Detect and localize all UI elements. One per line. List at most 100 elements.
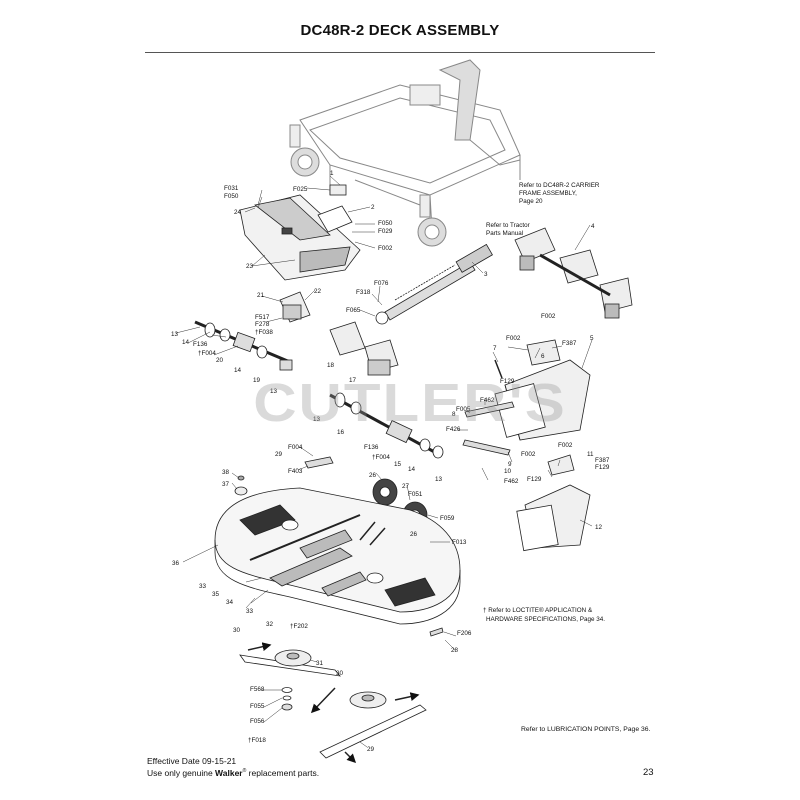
carrier-frame [289, 59, 521, 247]
callout-24: 24 [234, 209, 242, 216]
left-blade [239, 642, 341, 714]
callout-2: 2 [371, 204, 375, 211]
callout-F059: F059 [440, 515, 455, 522]
callout-26-a: 26 [369, 472, 377, 479]
callout-34: 34 [226, 599, 234, 606]
callout-20: 20 [216, 357, 224, 364]
callout-F056: F056 [250, 718, 265, 725]
idler-bracket [304, 456, 334, 469]
title-divider [145, 52, 655, 53]
part-callouts: F031 F050 F025 1 24 2 F050 F029 F002 23 … [171, 170, 610, 753]
callout-13-a: 13 [171, 331, 179, 338]
callout-12: 12 [595, 524, 603, 531]
note-carrier-line3: Page 20 [519, 198, 543, 205]
registered-mark: ® [242, 768, 247, 775]
callout-F387-a: F387 [562, 340, 577, 347]
callout-F517: F517 [255, 314, 270, 321]
callout-14-a: 14 [182, 339, 190, 346]
reference-notes: Refer to DC48R-2 CARRIER FRAME ASSEMBLY,… [483, 182, 605, 623]
callout-F202: †F202 [290, 623, 308, 630]
callout-27: 27 [402, 483, 410, 490]
callout-F013: F013 [452, 539, 467, 546]
callout-F129-b: F129 [595, 464, 610, 471]
note-carrier-line1: Refer to DC48R-2 CARRIER [519, 182, 600, 189]
effective-date: Effective Date 09-15-21 [147, 756, 237, 766]
note-tractor-line1: Refer to Tractor [486, 222, 530, 229]
center-gearboxes [329, 321, 444, 459]
callout-F426: F426 [446, 426, 461, 433]
callout-32: 32 [266, 621, 274, 628]
callout-F002-c: F002 [558, 442, 573, 449]
callout-F136-a: F136 [193, 341, 208, 348]
callout-19: 19 [253, 377, 261, 384]
callout-13-c: 13 [313, 416, 321, 423]
callout-28: 28 [451, 647, 459, 654]
callout-F050-b: F050 [378, 220, 393, 227]
rear-discharge [516, 454, 591, 552]
callout-6: 6 [541, 353, 545, 360]
callout-F206: F206 [457, 630, 472, 637]
callout-F031: F031 [224, 185, 239, 192]
callout-F403: F403 [288, 468, 303, 475]
callout-F004-c: F004 [288, 444, 303, 451]
pin [429, 627, 444, 637]
callout-F002: F002 [378, 245, 393, 252]
deck-housing [214, 487, 461, 625]
callout-F002-d: F002 [521, 451, 536, 458]
callout-F076: F076 [374, 280, 389, 287]
callout-F025: F025 [293, 186, 308, 193]
callout-F568: F568 [250, 686, 265, 693]
lubrication-note: Refer to LUBRICATION POINTS, Page 36. [521, 726, 651, 733]
callout-37: 37 [222, 481, 230, 488]
callout-F055: F055 [250, 703, 265, 710]
callout-21: 21 [257, 292, 265, 299]
callout-F005: F005 [456, 406, 471, 413]
callout-35: 35 [212, 591, 220, 598]
callout-29-b: 29 [367, 746, 375, 753]
callout-F065: F065 [346, 307, 361, 314]
brand-name: Walker [215, 768, 243, 778]
callout-26-b: 26 [410, 531, 418, 538]
callout-30-a: 30 [233, 627, 241, 634]
callout-23: 23 [246, 263, 254, 270]
callout-38: 38 [222, 469, 230, 476]
callout-F318: F318 [356, 289, 371, 296]
deflector-strips [462, 401, 515, 456]
right-blade [319, 691, 427, 764]
callout-36: 36 [172, 560, 180, 567]
callout-F004-a: †F004 [198, 350, 216, 357]
callout-F278: F278 [255, 321, 270, 328]
callout-18: 18 [327, 362, 335, 369]
page-number: 23 [643, 767, 654, 778]
callout-F004-b: †F004 [372, 454, 390, 461]
callout-5: 5 [590, 335, 594, 342]
callout-13-b: 13 [270, 388, 278, 395]
callout-16: 16 [337, 429, 345, 436]
callout-F018: †F018 [248, 737, 266, 744]
height-knob [234, 475, 248, 496]
callout-F029: F029 [378, 228, 393, 235]
callout-9: 9 [508, 461, 512, 468]
callout-15: 15 [394, 461, 402, 468]
discharge-chute [494, 339, 591, 441]
genuine-parts-note: Use only genuine Walker® replacement par… [147, 768, 319, 778]
callout-33-b: 33 [246, 608, 254, 615]
callout-F462-b: F462 [504, 478, 519, 485]
left-gearbox [194, 291, 311, 371]
callout-33-a: 33 [199, 583, 207, 590]
callout-1: 1 [330, 170, 334, 177]
callout-10: 10 [504, 468, 512, 475]
callout-13-d: 13 [435, 476, 443, 483]
callout-F387-b: F387 [595, 457, 610, 464]
note-carrier-line2: FRAME ASSEMBLY, [519, 190, 577, 197]
callout-F002-a: F002 [541, 313, 556, 320]
callout-8: 8 [452, 411, 456, 418]
callout-F129-c: F129 [527, 476, 542, 483]
callout-F051: F051 [408, 491, 423, 498]
leader-lines [175, 175, 593, 748]
callout-22: 22 [314, 288, 322, 295]
callout-4: 4 [591, 223, 595, 230]
callout-30-b: 30 [336, 670, 344, 677]
callout-14-c: 14 [408, 466, 416, 473]
